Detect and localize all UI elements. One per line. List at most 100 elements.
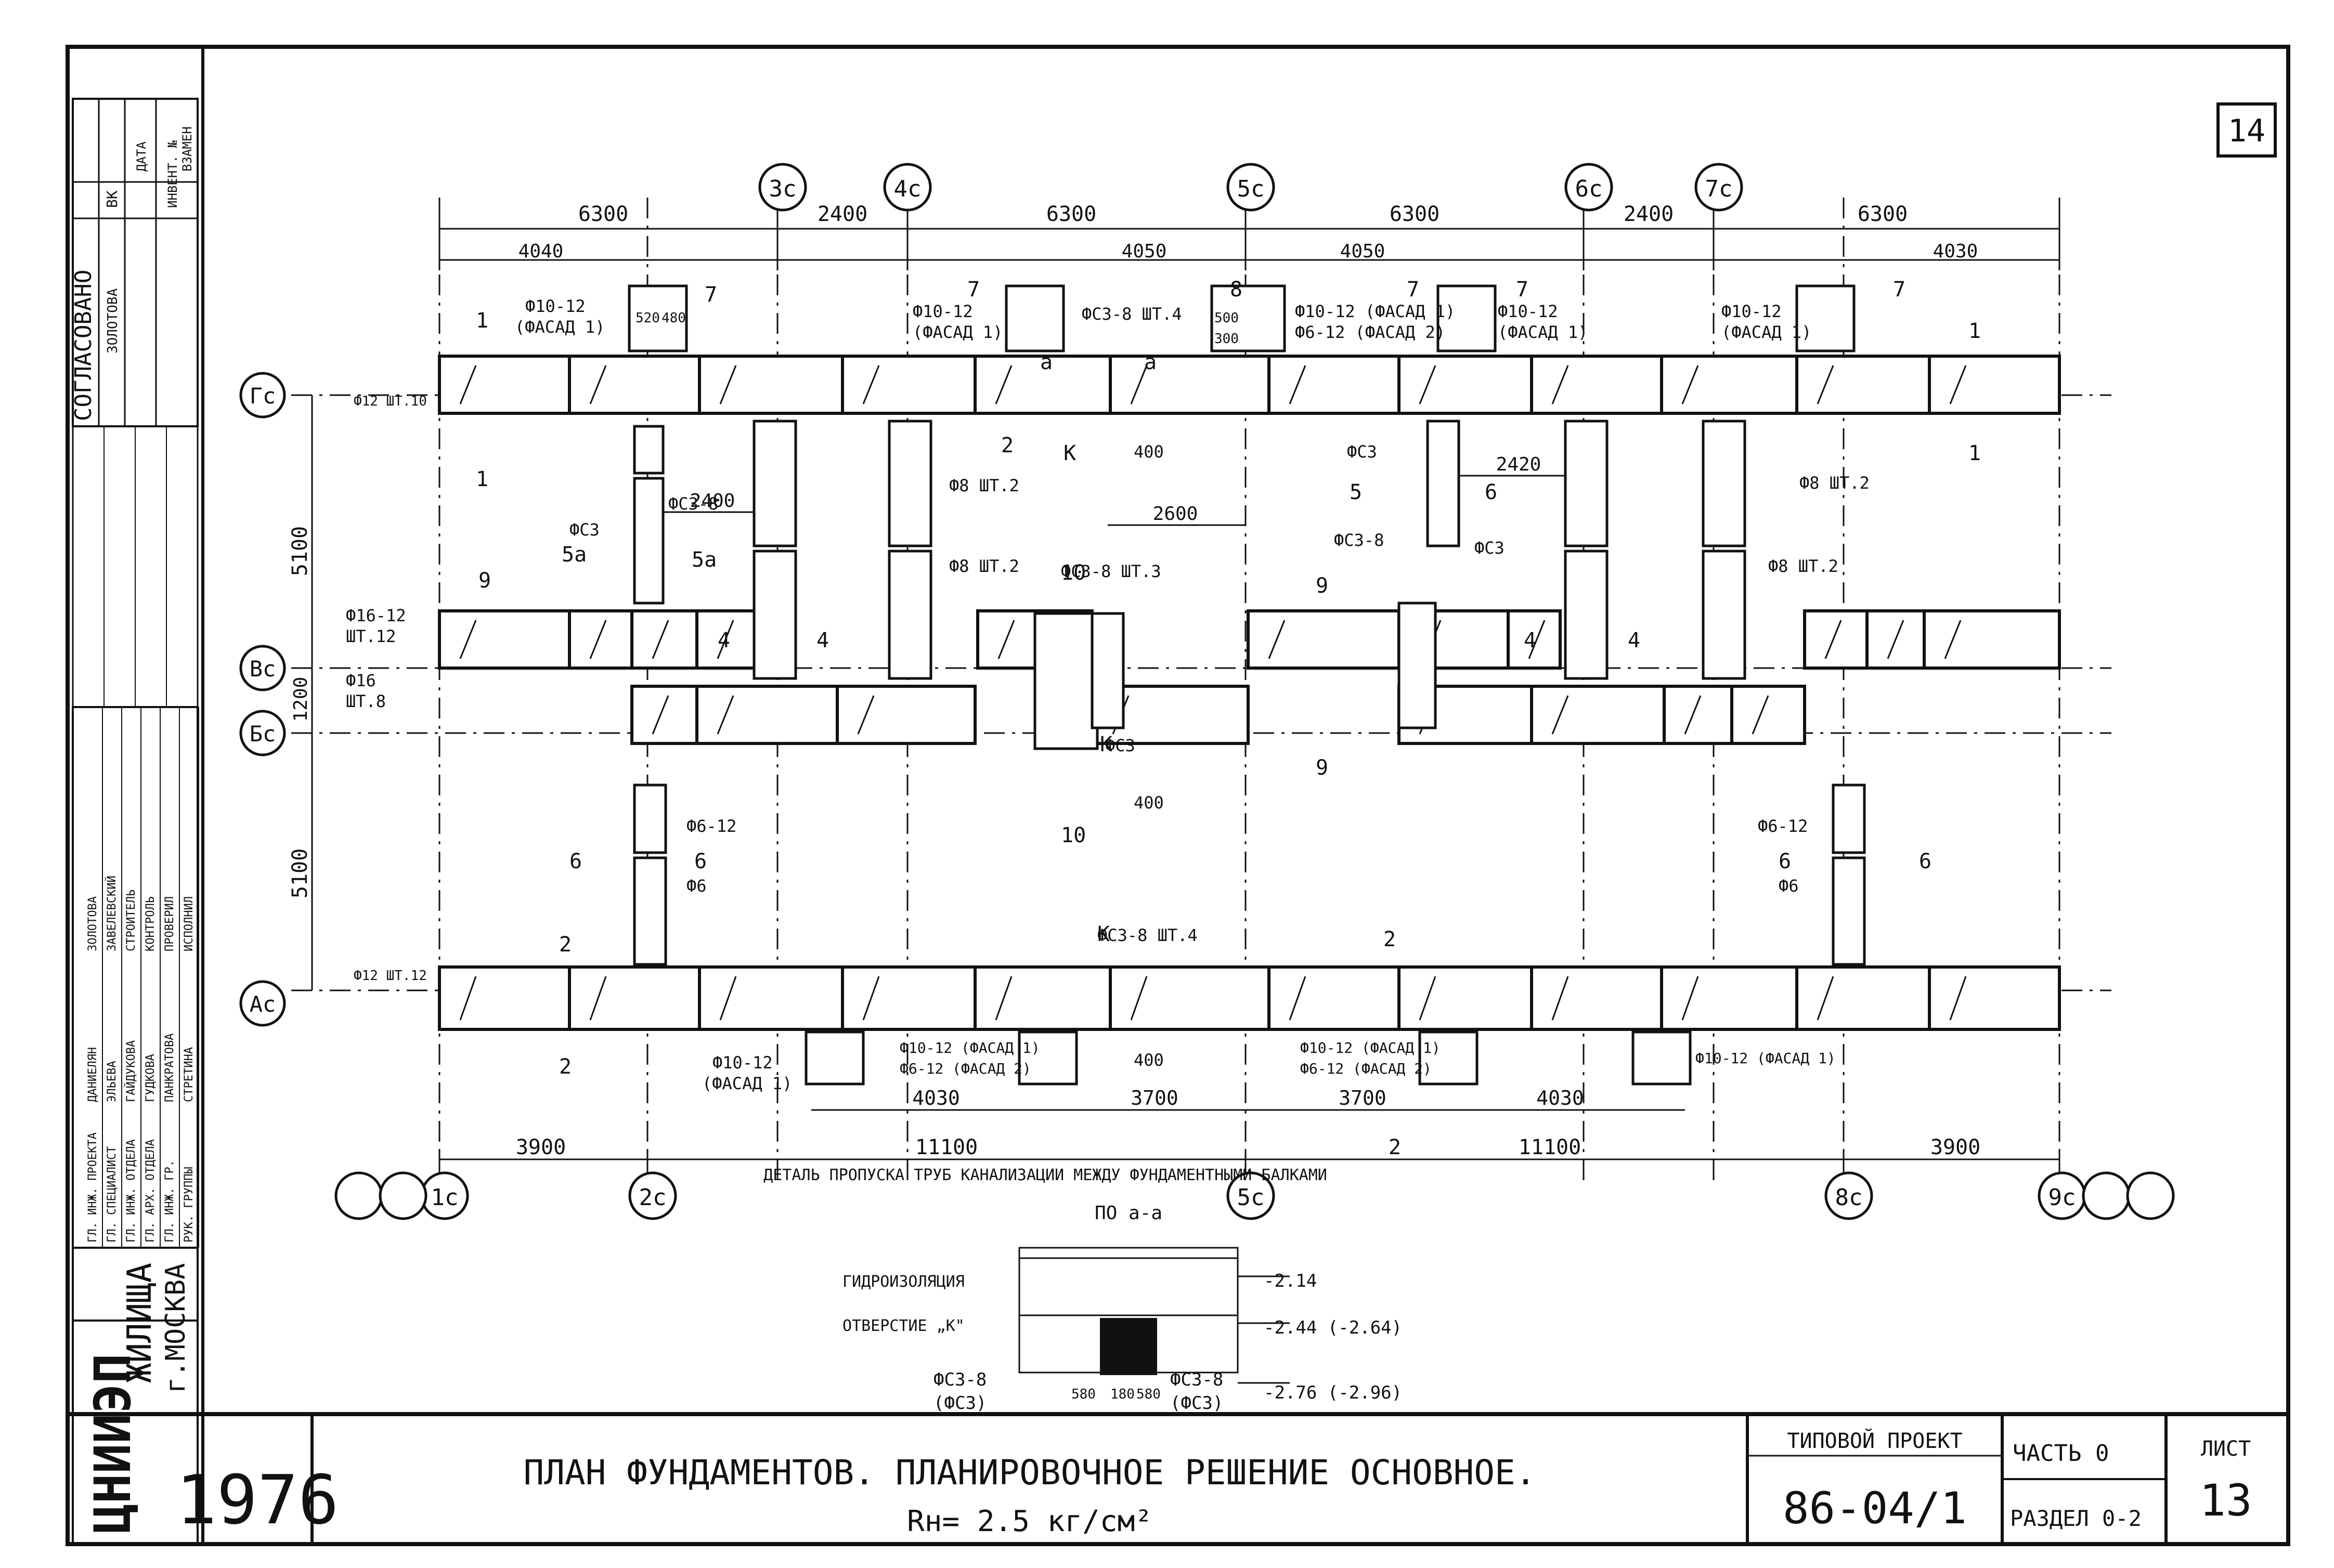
mark-2-a: 2 <box>1001 434 1014 458</box>
rebar-f10-12-facade1-i: Ф10-12 (ФАСАД 1) <box>1695 1050 1836 1067</box>
foundation-beam <box>1530 355 1663 415</box>
dim-top-6: 6300 <box>1858 202 1908 226</box>
mark-4-c: 4 <box>1524 629 1536 652</box>
dim-bottom-4: 3900 <box>1930 1135 1980 1159</box>
signature-name: ЭЛЬЕВА <box>106 1061 119 1102</box>
rebar-f10-12-e: Ф10-12 <box>1721 302 1782 321</box>
detail-left-label-1: ФС3-8 <box>933 1369 987 1390</box>
mark-a-b: а <box>1144 350 1157 374</box>
mark-k-a: К <box>1100 733 1112 756</box>
axis-5c-bottom: 5с <box>1237 1184 1265 1211</box>
detail-dim-3: 580 <box>1136 1387 1161 1402</box>
dim-bottom-1: 3900 <box>516 1135 566 1159</box>
mark-6-e: 6 <box>1919 850 1931 873</box>
dim-inner-3: 4050 <box>1340 241 1385 262</box>
rebar-f10-12-facade1-c: Ф10-12 (ФАСАД 1) <box>1295 302 1455 321</box>
detail-opening-label: ОТВЕРСТИЕ „К" <box>842 1317 965 1335</box>
mark-10-a: 10 <box>1061 561 1086 585</box>
detail-left-label-2: (ФС3) <box>933 1393 987 1414</box>
rebar-annotations: Ф10-12 (ФАСАД 1) Ф10-12 (ФАСАД 1) ФС3-8 … <box>346 296 1870 1093</box>
mark-1-d: 1 <box>1968 441 1981 465</box>
axis-Vc: Вс <box>250 656 276 682</box>
pad-top-4 <box>1436 284 1497 352</box>
rebar-f8-sht2-a: Ф8 ШТ.2 <box>949 476 1019 495</box>
institute-city: г.МОСКВА <box>160 1263 191 1393</box>
foundation-beam <box>630 609 698 670</box>
signature-role: ГЛ. ИНЖ. ОТДЕЛА <box>125 1139 138 1243</box>
rebar-f6-a: Ф6 <box>686 876 707 896</box>
foundation-beam <box>1109 965 1270 1031</box>
rebar-fc38-sht4-b: ФС3-8 ШТ.4 <box>1097 925 1198 945</box>
mark-2-b: 2 <box>559 933 572 957</box>
pad-dim-300: 300 <box>1214 331 1239 347</box>
rebar-f10-12-b: Ф10-12 <box>913 302 973 321</box>
dim-top-4: 6300 <box>1390 202 1440 226</box>
detail-level-mid: -2.44 (-2.64) <box>1264 1317 1402 1338</box>
axis-3c: 3с <box>769 176 797 202</box>
rebar-f6-12-b: Ф6-12 <box>1758 816 1808 836</box>
dim-bottom-2: 11100 <box>915 1135 978 1159</box>
part-label: ЧАСТЬ 0 <box>2013 1440 2109 1467</box>
detail-right-label-1: ФС3-8 <box>1170 1369 1223 1390</box>
signature-name: ГУДКОВА <box>144 1054 157 1102</box>
approval-strip: СОГЛАСОВАНО ВК ЗОЛОТОВА ДАТА ИНВЕНТ. № В… <box>70 98 199 708</box>
mark-k-c: К <box>1097 922 1110 946</box>
dim-left-2: 1200 <box>290 677 312 722</box>
foundation-beams <box>438 355 2061 1031</box>
pad-bottom-4 <box>1631 1030 1692 1086</box>
dim-bottom-inner-3: 3700 <box>1339 1087 1386 1109</box>
foundation-beam <box>1267 965 1401 1031</box>
approval-header-replace: ВЗАМЕН <box>180 126 194 172</box>
foundation-beam <box>1803 609 1869 670</box>
signature-role: ГЛ. СПЕЦИАЛИСТ <box>106 1146 119 1243</box>
mark-6-b: 6 <box>569 850 582 873</box>
sheet-number: 14 <box>2228 113 2265 149</box>
pad-top-5 <box>1795 284 1856 352</box>
signature-role: ГЛ. ИНЖ. ПРОЕКТА <box>86 1132 99 1243</box>
rebar-fc38-sht3: ФС3-8 ШТ.3 <box>1061 561 1161 581</box>
mark-2-c: 2 <box>559 1055 572 1079</box>
signature-name: СТРЕТИНА <box>183 1047 196 1102</box>
detail-section: ПО а-а <box>1095 1203 1162 1224</box>
detail-opening <box>1100 1318 1157 1375</box>
rebar-f10-12-facade1-g: Ф10-12 (ФАСАД 1) <box>900 1039 1040 1056</box>
approval-row-name: ЗОЛОТОВА <box>105 288 121 354</box>
year: 1976 <box>176 1460 339 1539</box>
signature-name: ДАНИЕЛЯН <box>86 1047 99 1102</box>
axis-2c: 2с <box>639 1184 667 1211</box>
rebar-f10-12-facade1-h: Ф10-12 (ФАСАД 1) <box>1300 1039 1441 1056</box>
foundation-beam <box>1507 609 1562 670</box>
foundation-beam <box>568 355 701 415</box>
mark-2-e: 2 <box>1389 1135 1401 1159</box>
sheet-value: 13 <box>2199 1475 2252 1526</box>
rebar-fc38-sht4: ФС3-8 ШТ.4 <box>1082 304 1182 324</box>
detail-right-label-2: (ФС3) <box>1170 1393 1223 1414</box>
dim-top-3: 6300 <box>1046 202 1096 226</box>
dimension-lines: 6300 2400 6300 6300 2400 6300 4040 4050 … <box>288 202 2060 1170</box>
axis-Gc: Гс <box>250 383 276 409</box>
institute-block: ЦНИИЭП ЖИЛИЩА г.МОСКВА <box>72 1247 199 1545</box>
mark-1-a: 1 <box>476 309 488 333</box>
foundation-beam <box>1795 965 1931 1031</box>
foundation-beam <box>1267 355 1401 415</box>
foundation-beam <box>698 965 844 1031</box>
mark-9-c: 9 <box>1316 756 1328 780</box>
mark-8-a: 8 <box>1230 278 1242 302</box>
foundation-beam <box>1660 965 1798 1031</box>
foundation-beam <box>695 685 839 745</box>
title-block: 1976 ПЛАН ФУНДАМЕНТОВ. ПЛАНИРОВОЧНОЕ РЕШ… <box>176 1414 2252 1544</box>
signature-stage: ПРОВЕРИЛ <box>163 896 176 951</box>
detail-title: ДЕТАЛЬ ПРОПУСКА ТРУБ КАНАЛИЗАЦИИ МЕЖДУ Ф… <box>763 1166 1327 1184</box>
signature-role: ГЛ. ИНЖ. ГР. <box>163 1160 176 1243</box>
foundation-beam <box>1663 685 1733 745</box>
pipe-detail: ДЕТАЛЬ ПРОПУСКА ТРУБ КАНАЛИЗАЦИИ МЕЖДУ Ф… <box>763 1166 1402 1414</box>
pad-dim-500: 500 <box>1214 310 1239 326</box>
sheet-frame <box>66 45 2290 1546</box>
foundation-beam <box>841 355 977 415</box>
foundation-beam <box>1247 609 1401 670</box>
mark-7-a: 7 <box>705 283 717 307</box>
rebar-sht8: ШТ.8 <box>346 691 386 711</box>
approval-title: СОГЛАСОВАНО <box>70 270 97 421</box>
drawing-title: ПЛАН ФУНДАМЕНТОВ. ПЛАНИРОВОЧНОЕ РЕШЕНИЕ … <box>523 1453 1536 1493</box>
foundation-beam <box>841 965 977 1031</box>
